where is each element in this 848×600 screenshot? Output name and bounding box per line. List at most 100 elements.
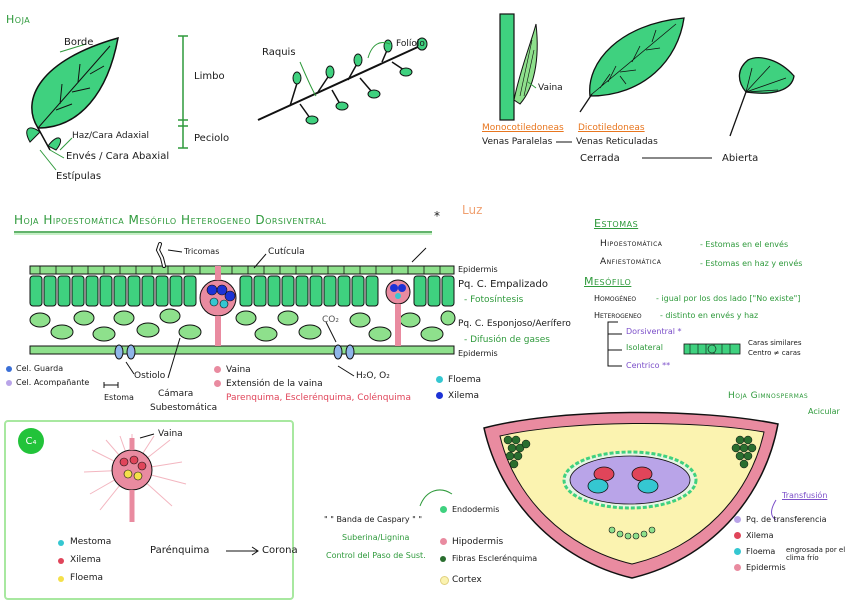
mestoma-label: Mestoma	[70, 537, 112, 547]
estoma-label: Estoma	[104, 393, 134, 402]
hipodermis-label: Hipodermis	[452, 537, 504, 547]
c4-xilema-dot	[58, 558, 64, 564]
dicot-leaf-drawing	[579, 17, 685, 113]
fotosintesis-label: - Fotosíntesis	[464, 295, 524, 305]
centro-label: Centro ≠ caras	[748, 349, 801, 357]
section-title: Hoja Hipoestomática Mesófilo Heterogeneo…	[14, 213, 327, 227]
palmate-leaf-drawing	[729, 57, 795, 137]
c4-xilema-label: Xilema	[70, 555, 101, 565]
cerrada-label: Cerrada	[580, 153, 620, 164]
floema-label: Floema	[448, 375, 482, 385]
fibras-dot	[440, 556, 446, 562]
floema-dot	[436, 376, 443, 383]
fibras-label: Fibras Esclerénquima	[452, 554, 538, 563]
c4-floema-dot	[58, 576, 64, 582]
camara-label: Cámara	[158, 389, 194, 399]
homogeneo-label: Homogéneo	[594, 294, 637, 303]
foliolo-label: Folíolo	[396, 39, 425, 49]
borde-label: Borde	[64, 37, 94, 48]
hipodermis-dot	[440, 538, 447, 545]
cortex-dot	[440, 576, 449, 585]
dorsiventral-label: Dorsiventral *	[626, 327, 682, 336]
c4-kranz-drawing	[83, 433, 259, 556]
extension-label: Extensión de la vaina	[226, 379, 323, 389]
heterogeneo-label: Heterogeneo	[594, 311, 642, 320]
cel-acompanante-dot	[6, 380, 12, 386]
engrosada-label: engrosada por el clima frío	[786, 546, 846, 563]
epidermis-top-label: Epidermis	[458, 265, 498, 274]
h2o-o2-label: H₂O, O₂	[356, 371, 390, 381]
venas-reticuladas-label: Venas Reticuladas	[576, 137, 658, 147]
c4-vaina-label: Vaina	[158, 429, 183, 439]
vaina-dot	[214, 366, 221, 373]
anfi-label: Anfiestomática	[600, 257, 662, 267]
difusion-label: - Difusión de gases	[464, 335, 550, 345]
control-label: Control del Paso de Sust.	[326, 551, 426, 560]
banda-caspary-label: " " Banda de Caspary " "	[324, 515, 423, 524]
parenquima-label: Parénquima	[150, 545, 210, 556]
pq-empalizado-label: Pq. C. Empalizado	[458, 279, 549, 290]
cel-acompanante-label: Cel. Acompañante	[16, 378, 90, 387]
leaf-cross-section	[29, 242, 456, 388]
isolateral-label: Isolateral	[626, 343, 664, 352]
peciolo-label: Peciolo	[194, 133, 230, 144]
gymnosperm-needle-drawing	[419, 411, 779, 579]
monocot-label: Monocotiledoneas	[482, 123, 564, 133]
gimno-epidermis-label: Epidermis	[746, 563, 786, 572]
pq-transf-label: Pq. de transferencia	[746, 515, 827, 524]
monocot-leaf-drawing	[499, 13, 538, 121]
homogeneo-desc: - igual por los dos lado ["No existe"]	[656, 294, 801, 303]
gimno-floema-dot	[734, 548, 741, 555]
endodermis-dot	[440, 506, 447, 513]
luz-label: Luz	[462, 203, 483, 217]
c4-floema-label: Floema	[70, 573, 104, 583]
mesofilo-title: Mesófilo	[584, 275, 632, 288]
vaina-label: Vaina	[226, 365, 251, 375]
ostiolo-label: Ostiolo	[134, 371, 166, 381]
subestomatica-label: Subestomática	[150, 403, 218, 413]
hipo-label: Hipoestomática	[600, 239, 663, 249]
isolateral-mini-drawing	[683, 343, 741, 355]
extension-dot	[214, 380, 221, 387]
hipo-desc: - Estomas en el envés	[700, 240, 789, 249]
gimno-floema-label: Floema	[746, 547, 776, 556]
estomas-title: Estomas	[594, 217, 639, 230]
dicot-label: Dicotiledoneas	[578, 123, 645, 133]
xilema-label: Xilema	[448, 391, 479, 401]
cel-guarda-dot	[6, 366, 12, 372]
tejidos-vaina-label: Parenquima, Esclerénquima, Colénquima	[226, 393, 411, 403]
corona-label: Corona	[262, 545, 298, 556]
limbo-peciolo-bracket	[178, 35, 188, 149]
xilema-dot	[436, 392, 443, 399]
simple-leaf-drawing	[26, 36, 119, 171]
anfi-desc: - Estomas en haz y envés	[700, 259, 803, 268]
cortex-label: Cortex	[452, 575, 482, 585]
c4-panel-frame	[4, 420, 294, 600]
section-title-asterisk: *	[434, 209, 440, 223]
transfusion-label: Transfusión	[782, 491, 828, 500]
raquis-label: Raquis	[262, 47, 296, 58]
limbo-label: Limbo	[194, 71, 225, 82]
cuticula-label: Cutícula	[268, 247, 305, 257]
enves-label: Envés / Cara Abaxial	[66, 151, 170, 162]
endodermis-label: Endodermis	[452, 505, 500, 514]
compound-leaf-drawing	[257, 37, 428, 125]
hoja-title: Hoja	[6, 13, 31, 26]
estipulas-label: Estípulas	[56, 171, 102, 182]
caras-similares-label: Caras similares	[748, 339, 802, 347]
tricomas-label: Tricomas	[184, 247, 220, 256]
co2-label: CO₂	[322, 315, 339, 325]
suberina-label: Suberina/Lignina	[342, 533, 410, 542]
gimno-title: Hoja Gimnospermas	[728, 391, 809, 401]
heterogeneo-desc: - distinto en envés y haz	[660, 311, 759, 320]
centrico-label: Centrico **	[626, 361, 671, 370]
pq-transf-dot	[734, 516, 741, 523]
pq-esponjoso-label: Pq. C. Esponjoso/Aerífero	[458, 319, 571, 329]
gimno-subtitle: Acicular	[808, 407, 840, 416]
haz-label: Haz/Cara Adaxial	[72, 131, 149, 141]
gimno-xilema-label: Xilema	[746, 531, 774, 540]
c4-badge: C₄	[18, 428, 44, 454]
vaina-label-top: Vaina	[538, 83, 563, 93]
venas-paralelas-label: Venas Paralelas	[482, 137, 553, 147]
